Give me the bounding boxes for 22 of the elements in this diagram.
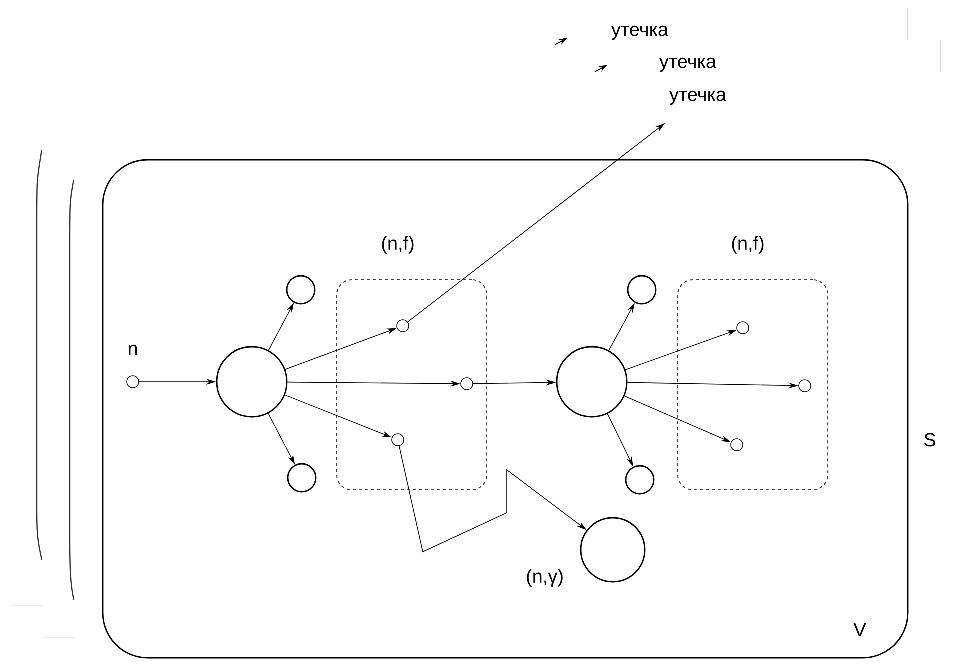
nucleus-circle bbox=[286, 275, 316, 305]
dashed-region: (n,f) bbox=[678, 236, 828, 490]
particle-circle bbox=[460, 378, 474, 390]
dashed-region: (n,f) bbox=[336, 236, 488, 490]
node-label: (n,γ) bbox=[527, 569, 563, 587]
node-label: S bbox=[924, 433, 936, 447]
node-label: n bbox=[128, 344, 138, 356]
nucleus-circle bbox=[287, 463, 317, 493]
particle-circle bbox=[396, 320, 410, 332]
nucleus-circle bbox=[556, 346, 628, 418]
node-label: (n,f) bbox=[382, 236, 414, 254]
leak-label: утечка bbox=[660, 58, 717, 72]
particle-circle bbox=[736, 322, 750, 334]
nucleus-circle bbox=[627, 275, 657, 305]
particle-circle bbox=[392, 434, 404, 446]
leak-label: утечка bbox=[612, 26, 669, 40]
nucleus-circle bbox=[216, 346, 288, 418]
nucleus-circle bbox=[625, 465, 655, 495]
particle-circle bbox=[798, 380, 812, 392]
node-label: (n,f) bbox=[732, 236, 764, 254]
particle-circle bbox=[730, 438, 744, 452]
leak-label: утечка bbox=[670, 90, 727, 106]
